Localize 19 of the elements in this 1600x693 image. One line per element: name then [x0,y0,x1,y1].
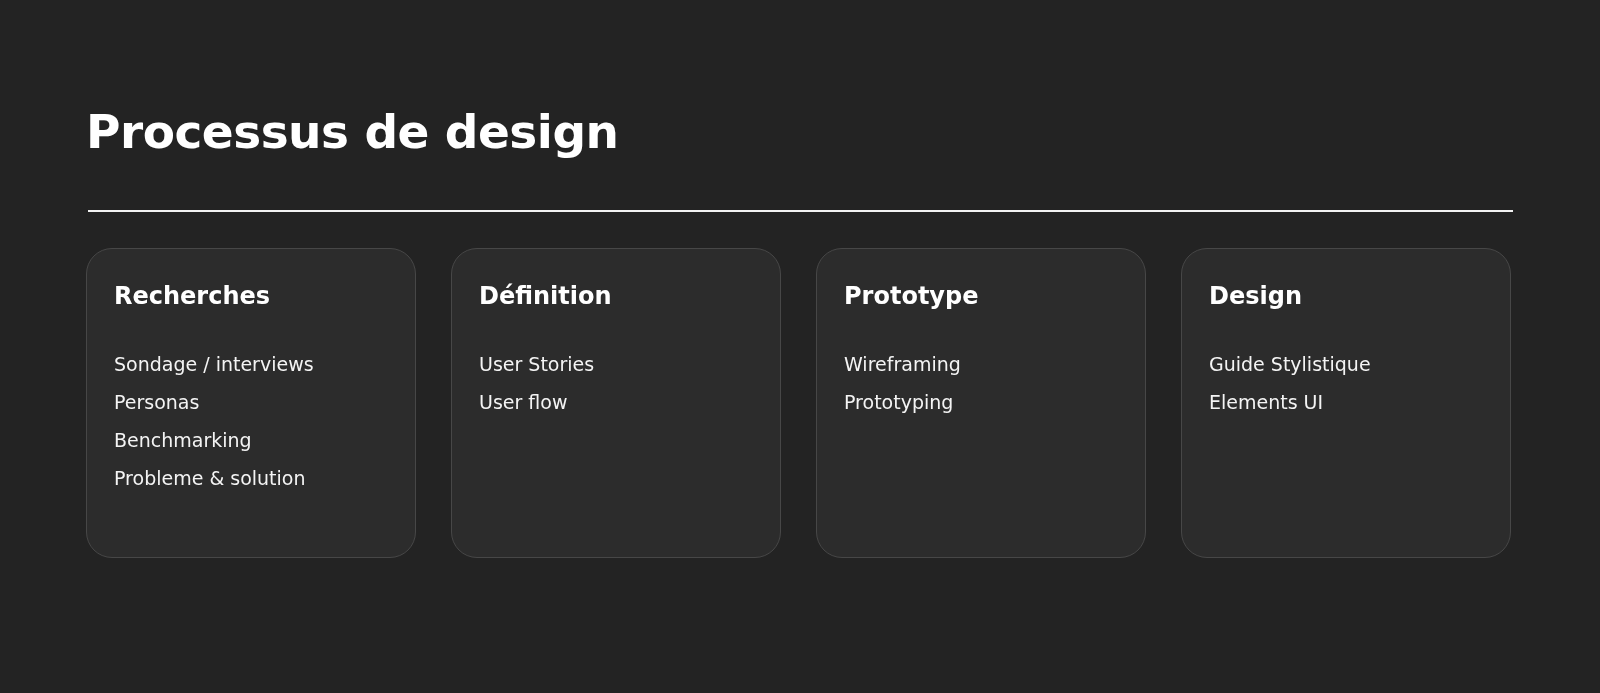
card-heading: Prototype [844,281,979,311]
task-text: Prototyping [844,390,954,415]
card-heading: Recherches [114,281,271,311]
stage-card [451,248,781,558]
task-text: User flow [479,390,568,415]
task-text: Personas [114,390,200,415]
task-text: User Stories [479,352,595,377]
stage-card [816,248,1146,558]
task-text: Sondage / interviews [114,352,314,377]
task-text: Elements UI [1209,390,1324,415]
card-heading: Design [1209,281,1302,311]
card-heading: Définition [479,281,612,311]
task-text: Guide Stylistique [1209,352,1371,377]
task-text: Benchmarking [114,428,252,453]
page-title: Processus de design [86,103,619,161]
task-text: Wireframing [844,352,961,377]
task-text: Probleme & solution [114,466,306,491]
stage-card [1181,248,1511,558]
stage-card [86,248,416,558]
